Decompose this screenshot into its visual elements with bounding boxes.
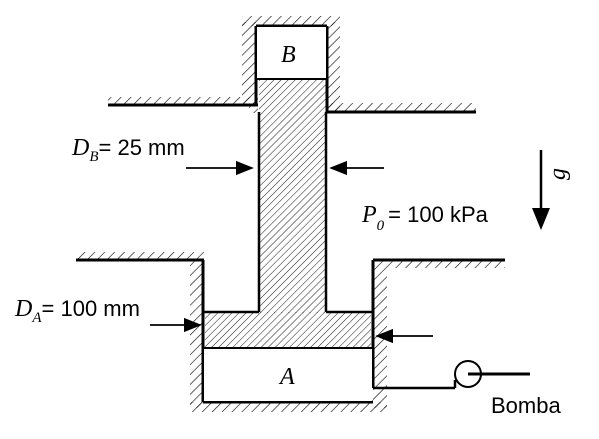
lower-ground-right: [373, 258, 505, 268]
p0-label: P0= 100 kPa: [361, 202, 489, 234]
da-label: DA= 100 mm: [14, 296, 140, 326]
upper-cylinder-wall-left: [242, 22, 258, 113]
db-label: DB= 25 mm: [71, 135, 185, 165]
lower-cylinder-wall-right: [371, 260, 387, 408]
lower-cylinder-wall-left: [190, 260, 205, 408]
lower-cylinder-bottom: [190, 400, 387, 412]
gravity-arrow-icon: [532, 150, 550, 230]
gravity-label: g: [545, 168, 571, 180]
piston-a-label: A: [278, 364, 295, 390]
pump-icon: [454, 360, 530, 388]
pump-label: Bomba: [491, 393, 561, 418]
upper-ground-left: [108, 97, 258, 107]
lower-ground-left: [76, 252, 204, 262]
piston-b: [257, 27, 327, 80]
upper-cylinder-wall-right: [325, 22, 340, 112]
fluid-column: [205, 80, 371, 347]
piston-b-label: B: [281, 42, 296, 68]
inner-column-walls: [204, 112, 372, 314]
upper-ground-right: [326, 103, 476, 114]
piston-a: [204, 347, 372, 401]
pump-line: [373, 380, 457, 390]
upper-cylinder-top: [242, 16, 340, 28]
